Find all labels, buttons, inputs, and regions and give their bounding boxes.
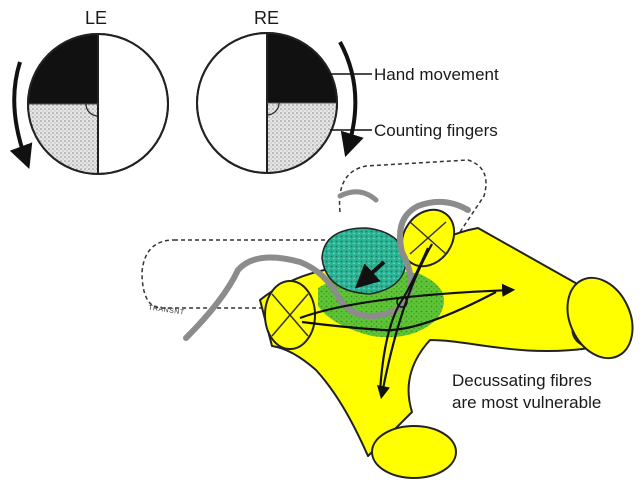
counting-fingers-label: Counting fingers: [374, 120, 498, 141]
left-eye-visual-field: [14, 34, 168, 174]
lower-optic-tract-end: [372, 426, 456, 478]
right-eye-label: RE: [254, 8, 279, 29]
left-eye-progression-arrow: [14, 62, 26, 160]
hand-movement-label: Hand movement: [374, 64, 499, 85]
annotation-line-2: are most vulnerable: [452, 392, 601, 413]
optic-chiasm-illustration: [142, 160, 640, 478]
left-eye-label: LE: [85, 8, 107, 29]
annotation-line-1: Decussating fibres: [452, 370, 592, 391]
right-eye-progression-arrow: [340, 42, 355, 148]
right-eye-visual-field: [197, 33, 355, 173]
